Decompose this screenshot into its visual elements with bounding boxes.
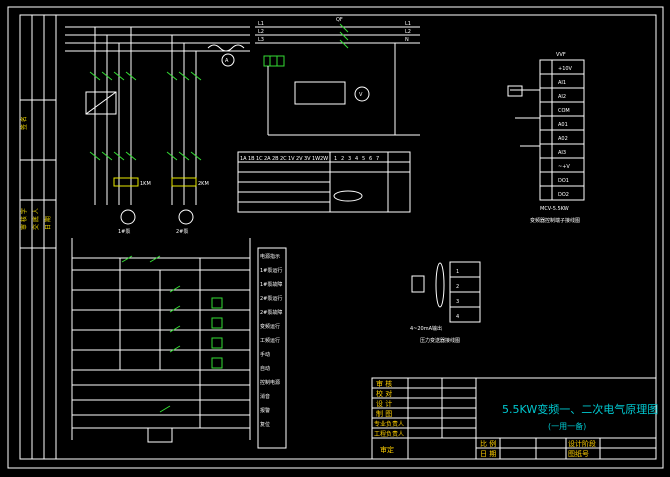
table-header-1: 1B — [248, 156, 255, 162]
legend-0: 电源指示 — [260, 253, 280, 260]
ammeter-label: A — [225, 58, 229, 64]
tb-row-5: 工程负责人 — [374, 430, 404, 438]
outer-border — [7, 6, 664, 469]
legend-2: 1#泵故障 — [260, 281, 282, 288]
voltmeter-icon — [354, 86, 370, 102]
inverter-model: MCV-5.5KW — [540, 206, 569, 212]
inv-term-8: DO1 — [558, 178, 569, 184]
tb-row-4: 专业负责人 — [374, 420, 404, 428]
phase-l1: L1 — [258, 21, 264, 27]
pressure-sensor: 1 2 3 4 4~20mA输出 压力变送器接线图 — [410, 261, 481, 344]
meters: A V — [207, 43, 420, 136]
motor-1-icon — [120, 209, 136, 225]
legend-12: 复位 — [260, 421, 270, 428]
table-num-4: 5 — [362, 156, 365, 162]
tb-approve: 审定 — [380, 445, 394, 454]
table-header-0: 1A — [240, 156, 247, 162]
sensor-term-2: 3 — [456, 299, 459, 305]
inverter-terminals: VVF +10V AI1 AI2 COM A01 A02 AI3 ~+V DO1… — [507, 52, 585, 224]
legend-3: 2#泵运行 — [260, 295, 282, 302]
legend-11: 报警 — [260, 407, 270, 414]
side-strip: 签 名 审 核 字 交 底 人 日 期 — [19, 14, 57, 460]
main-bus: L1 L2 L3 L1 L2 N QF — [65, 17, 420, 52]
contactor-2-label: 2KM — [198, 181, 209, 187]
legend-7: 手动 — [260, 351, 270, 358]
tb-design-stage: 设计阶段 — [568, 439, 596, 448]
legend-6: 工频运行 — [260, 337, 280, 344]
table-header-3: 2A — [264, 156, 271, 162]
side-label-0: 签 名 — [20, 116, 28, 130]
legend-4: 2#泵故障 — [260, 309, 282, 316]
motor-2-label: 2#泵 — [176, 229, 188, 235]
tb-row-1: 校 对 — [376, 389, 392, 398]
drawing-title: 5.5KW变频一、二次电气原理图 — [502, 402, 658, 416]
inv-term-5: A02 — [558, 136, 568, 142]
inv-term-9: DO2 — [558, 192, 569, 198]
control-circuit — [71, 238, 251, 443]
table-num-2: 3 — [348, 156, 351, 162]
legend-5: 变频运行 — [260, 323, 280, 330]
tb-row-0: 审 核 — [376, 379, 392, 388]
sensor-note: 4~20mA输出 — [410, 325, 442, 332]
table-num-0: 1 — [334, 156, 337, 162]
inv-term-0: +10V — [558, 66, 573, 72]
drawing-subtitle: (一用一备) — [548, 421, 586, 431]
legend-8: 自动 — [260, 365, 270, 372]
legend-1: 1#泵运行 — [260, 267, 282, 274]
table-header-8: 3V — [304, 156, 311, 162]
tb-drawing-no: 图纸号 — [568, 449, 589, 458]
legend-10: 消音 — [260, 393, 270, 400]
title-block: 审 核 校 对 设 计 制 图 专业负责人 工程负责人 审定 5.5KW变频一、… — [371, 377, 658, 460]
side-label-3: 日 期 — [44, 216, 52, 230]
table-num-5: 6 — [369, 156, 372, 162]
phase-l3: L3 — [258, 37, 264, 43]
table-header-9: 1W — [312, 156, 320, 162]
terminal-table: 1A 1B 1C 2A 2B 2C 1V 2V 3V 1W 2W 1 2 3 4… — [237, 151, 411, 213]
table-num-6: 7 — [376, 156, 379, 162]
table-num-1: 2 — [341, 156, 344, 162]
legend-column: 电源指示 1#泵运行 1#泵故障 2#泵运行 2#泵故障 变频运行 工频运行 手… — [257, 247, 287, 449]
inverter-name: VVF — [556, 52, 566, 58]
sensor-term-3: 4 — [456, 314, 459, 320]
legend-9: 控制电源 — [260, 379, 280, 386]
motor-2-icon — [178, 209, 194, 225]
table-header-7: 2V — [296, 156, 303, 162]
table-header-6: 1V — [288, 156, 295, 162]
inv-term-7: ~+V — [558, 164, 570, 170]
phase-l1-r: L1 — [405, 21, 411, 27]
sensor-caption: 压力变送器接线图 — [420, 337, 460, 344]
inv-term-1: AI1 — [558, 80, 566, 86]
motor-1-label: 1#泵 — [118, 229, 130, 235]
inv-term-3: COM — [558, 108, 570, 114]
table-header-4: 2B — [272, 156, 279, 162]
side-label-1: 审 核 字 — [20, 208, 28, 230]
inv-term-4: A01 — [558, 122, 568, 128]
phase-n-r: N — [405, 37, 409, 43]
inv-term-6: AI3 — [558, 150, 566, 156]
inv-term-2: AI2 — [558, 94, 566, 100]
side-label-2: 交 底 人 — [32, 208, 40, 230]
main-breaker-label: QF — [336, 17, 343, 23]
voltmeter-label: V — [359, 92, 363, 98]
tb-row-3: 制 图 — [376, 409, 392, 418]
sensor-term-0: 1 — [456, 269, 459, 275]
tb-row-2: 设 计 — [376, 399, 392, 408]
phase-l2: L2 — [258, 29, 264, 35]
contactor-1-label: 1KM — [140, 181, 151, 187]
table-header-10: 2W — [320, 156, 328, 162]
inverter-caption: 变频器控制端子接线图 — [530, 217, 580, 224]
motor-branches: 1KM 2KM 1#泵 2#泵 — [85, 27, 209, 235]
table-header-2: 1C — [256, 156, 263, 162]
tb-date: 日 期 — [480, 450, 496, 458]
ammeter-icon — [221, 53, 235, 67]
table-header-5: 2C — [280, 156, 287, 162]
sensor-term-1: 2 — [456, 284, 459, 290]
phase-l2-r: L2 — [405, 29, 411, 35]
tb-ratio: 比 例 — [480, 439, 496, 448]
table-num-3: 4 — [355, 156, 358, 162]
